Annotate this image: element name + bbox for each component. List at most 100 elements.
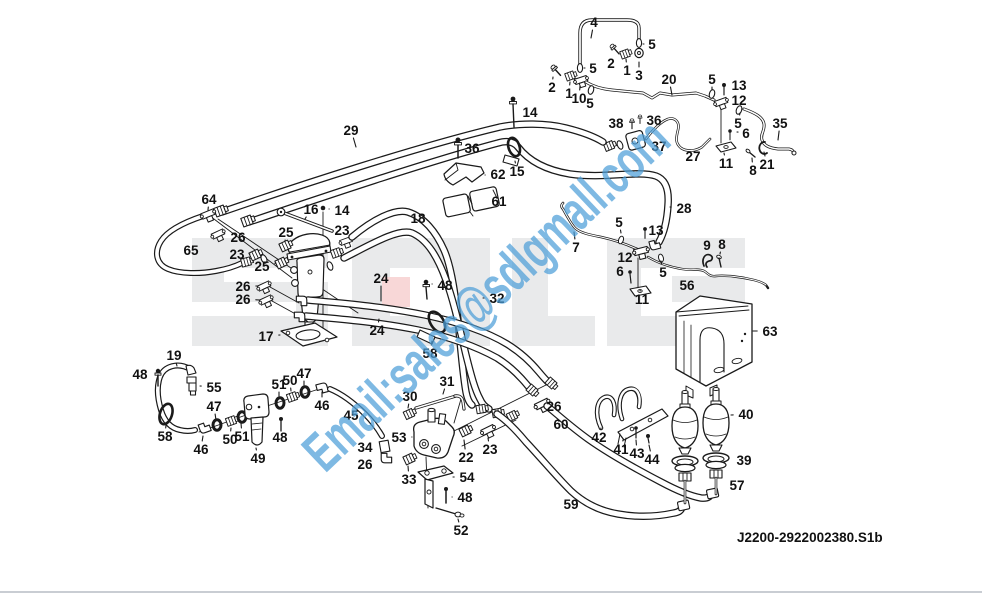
part-56-pipe [646, 255, 770, 290]
callout-22: 22 [458, 450, 473, 465]
callout-17: 17 [258, 329, 273, 344]
part-58-clamp-mid [416, 279, 447, 345]
callout-29: 29 [343, 123, 358, 138]
part-37-check-valve [602, 114, 712, 152]
callout-1: 1 [623, 63, 631, 78]
part-55-fitting [186, 376, 197, 396]
callout-20: 20 [661, 72, 676, 87]
callout-57: 57 [729, 478, 744, 493]
hose-65 [153, 207, 255, 277]
callout-27: 27 [685, 149, 700, 164]
callout-14: 14 [334, 203, 350, 218]
hose-32 [340, 228, 506, 419]
callout-leader-46 [201, 435, 204, 442]
callout-60: 60 [553, 417, 568, 432]
callout-8: 8 [718, 237, 726, 252]
callout-leader-47 [214, 413, 217, 421]
callout-5: 5 [659, 265, 667, 280]
callout-25: 25 [278, 225, 294, 240]
part-20-pipe [584, 80, 717, 102]
part-40-accumulator-left [671, 390, 699, 505]
callout-59: 59 [563, 497, 578, 512]
part-23-tee-lower [478, 423, 500, 441]
callout-56: 56 [679, 278, 695, 293]
callout-21: 21 [759, 157, 775, 172]
callout-49: 49 [250, 451, 265, 466]
part-17-plate [280, 322, 338, 347]
callout-26: 26 [235, 279, 251, 294]
part-49-sender [197, 381, 329, 446]
watermark-logo-accent [382, 277, 410, 307]
drawing-number: J2200-2922002380.S1b [737, 530, 883, 545]
callout-leader-44 [648, 444, 651, 452]
callout-39: 39 [736, 453, 751, 468]
callout-26: 26 [357, 457, 373, 472]
part-63-bracket-box [675, 295, 753, 399]
callout-leader-24 [377, 318, 380, 323]
part-53-valve-block [378, 394, 554, 466]
callout-leader-21 [763, 151, 766, 157]
callout-41: 41 [613, 442, 629, 457]
part-48-bolt-left [154, 368, 162, 387]
callout-5: 5 [648, 37, 656, 52]
callout-26: 26 [546, 399, 562, 414]
callout-51: 51 [234, 429, 250, 444]
callout-38: 38 [608, 116, 624, 131]
callout-leader-5 [619, 229, 622, 234]
callout-leader-19 [175, 362, 178, 367]
part-40-accumulator-right [702, 387, 730, 496]
part-54-bracket [417, 465, 465, 518]
part-61-blocks [442, 186, 500, 218]
callout-leader-30 [407, 403, 410, 409]
callout-25: 25 [254, 259, 270, 274]
callout-8: 8 [749, 163, 757, 178]
hose-18 [348, 207, 476, 409]
callout-23: 23 [334, 223, 350, 238]
callout-5: 5 [586, 96, 594, 111]
part-22-nut [458, 423, 475, 438]
callout-26: 26 [235, 292, 251, 307]
callout-23: 23 [482, 442, 498, 457]
callout-53: 53 [391, 430, 407, 445]
callout-47: 47 [206, 399, 221, 414]
callout-34: 34 [357, 440, 373, 455]
callout-48: 48 [457, 490, 473, 505]
callout-31: 31 [439, 374, 455, 389]
callout-65: 65 [183, 243, 199, 258]
callout-52: 52 [453, 523, 468, 538]
callout-9: 9 [703, 238, 711, 253]
callout-36: 36 [646, 113, 662, 128]
callout-51: 51 [271, 377, 287, 392]
callout-37: 37 [651, 139, 666, 154]
callout-leader-4 [590, 29, 594, 39]
callout-30: 30 [402, 389, 417, 404]
callout-leader-16 [304, 216, 307, 220]
part-15-clamp [502, 96, 522, 167]
part-58-clamp-left [158, 402, 174, 426]
callout-leader-20 [669, 86, 673, 96]
diagram-artwork: 4521352110520513125356118212737363828291… [132, 15, 797, 538]
callout-5: 5 [708, 72, 716, 87]
callout-12: 12 [731, 93, 746, 108]
callout-leader-29 [352, 137, 357, 148]
callout-64: 64 [201, 192, 217, 207]
callout-61: 61 [491, 194, 507, 209]
hose-29-bundle [213, 120, 672, 252]
hose-59 [493, 410, 691, 520]
hose-45 [327, 386, 385, 439]
callout-19: 19 [166, 348, 181, 363]
callout-leader-23 [487, 437, 490, 442]
callout-48: 48 [132, 367, 148, 382]
callout-33: 33 [401, 472, 417, 487]
callout-24: 24 [373, 271, 389, 286]
callout-16: 16 [303, 202, 319, 217]
part-34-valve [378, 439, 391, 454]
callout-leader-35 [777, 130, 780, 141]
callout-leader-31 [442, 388, 446, 395]
callout-2: 2 [607, 56, 615, 71]
part-7-pipe [560, 201, 639, 251]
callout-11: 11 [719, 156, 734, 171]
callout-42: 42 [591, 430, 606, 445]
